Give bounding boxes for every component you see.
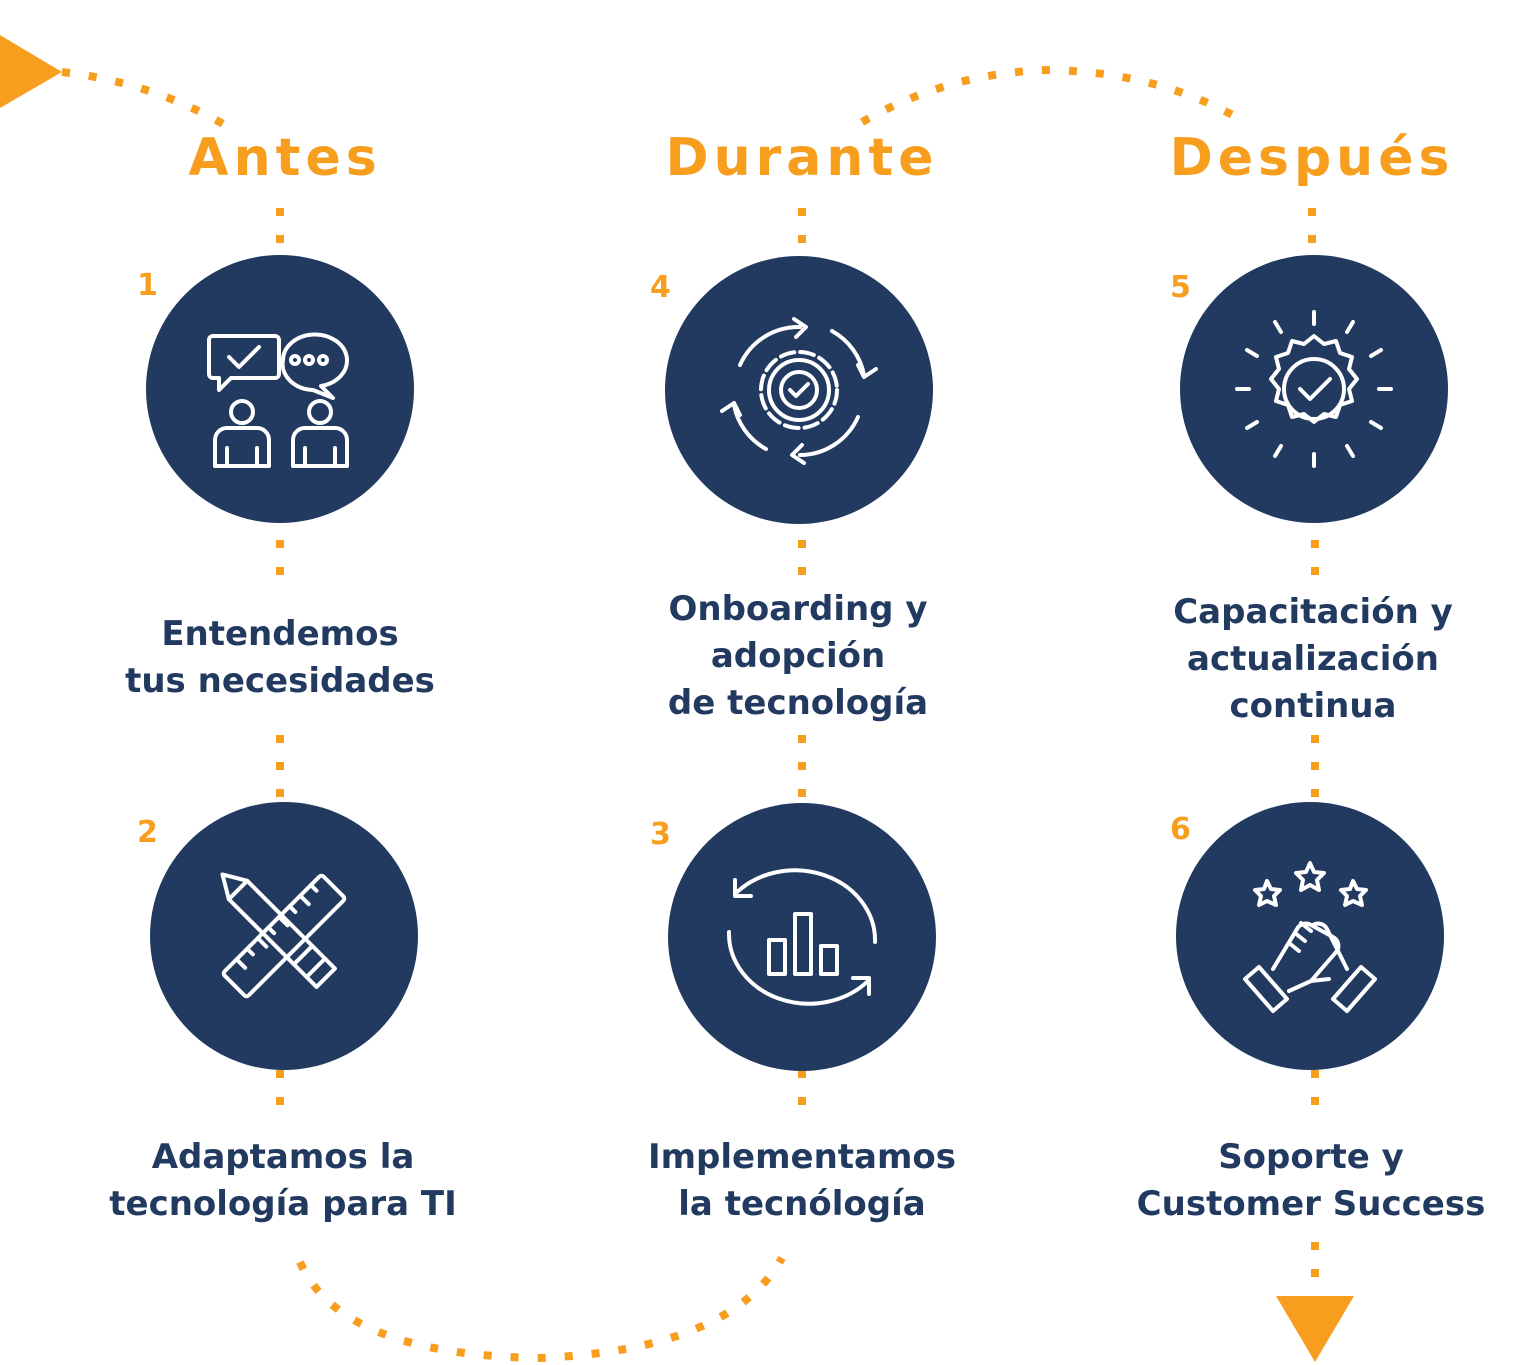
step-label-2-line-1: Adaptamos la (151, 1137, 415, 1177)
step-label-3-line-2: la tecnólogía (678, 1184, 926, 1224)
step-number-6: 6 (1170, 812, 1191, 847)
step-number-5: 5 (1170, 270, 1191, 305)
handshake-stars-icon (1243, 861, 1377, 1013)
step-label-5-line-1: Capacitación y (1173, 592, 1453, 632)
step-circle-5 (1180, 255, 1448, 523)
step-circle-4 (665, 256, 933, 524)
step-number-3: 3 (650, 817, 671, 852)
step-label-4-line-1: Onboarding y (668, 589, 928, 629)
phase-title-durante: Durante (665, 128, 939, 188)
step-circle-6 (1176, 802, 1444, 1070)
step-circle-1 (146, 255, 414, 523)
phase-title-despues: Después (1169, 128, 1455, 188)
step-number-4: 4 (650, 270, 671, 305)
step-label-6-line-2: Customer Success (1136, 1184, 1486, 1224)
step-label-6-line-1: Soporte y (1218, 1137, 1404, 1177)
gear-cycle-icon (720, 317, 878, 465)
step-label-5-line-3: continua (1229, 686, 1397, 726)
step-label-2-line-2: tecnología para TI (109, 1184, 457, 1224)
connector-start-curve (61, 68, 227, 129)
pencil-ruler-icon (220, 872, 347, 999)
step-label-1-line-2: tus necesidades (125, 661, 435, 701)
conversation-icon (207, 332, 349, 468)
step-label-2: Adaptamos la tecnología para TI (73, 1134, 493, 1228)
step-label-1-line-1: Entendemos (161, 614, 399, 654)
badge-check-icon (1235, 310, 1393, 468)
step-label-5: Capacitación y actualización continua (1103, 589, 1523, 730)
step-label-3-line-1: Implementamos (647, 1137, 957, 1177)
step-label-3: Implementamos la tecnólogía (592, 1134, 1012, 1228)
chart-cycle-icon (726, 868, 878, 1006)
step-label-1: Entendemos tus necesidades (70, 611, 490, 705)
step-circle-2 (150, 802, 418, 1070)
end-arrow (1276, 1296, 1354, 1362)
step-label-6: Soporte y Customer Success (1101, 1134, 1521, 1228)
step-label-4: Onboarding y adopción de tecnología (588, 586, 1008, 727)
step-label-4-line-2: adopción (710, 636, 886, 676)
step-label-4-line-3: de tecnología (667, 683, 929, 723)
connector-top-arc (860, 65, 1248, 126)
step-number-1: 1 (137, 268, 158, 303)
start-arrow (0, 35, 62, 108)
step-circle-3 (668, 803, 936, 1071)
step-label-5-line-2: actualización (1187, 639, 1439, 679)
connector-bottom-arc (296, 1256, 786, 1363)
phase-title-antes: Antes (188, 128, 382, 188)
step-number-2: 2 (137, 815, 158, 850)
